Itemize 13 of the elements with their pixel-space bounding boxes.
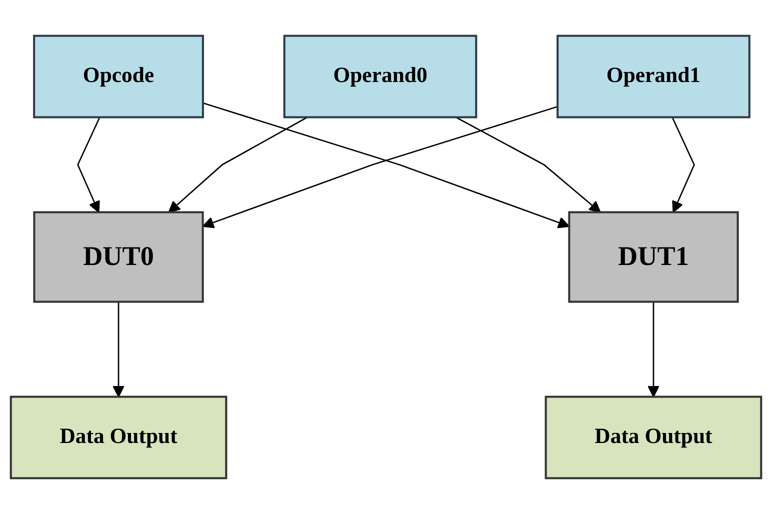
arrow <box>112 302 124 398</box>
node-box: Data Output <box>10 396 228 480</box>
node-box: Operand1 <box>556 34 750 118</box>
node-box: Data Output <box>544 396 762 480</box>
arrow <box>168 116 308 213</box>
arrow <box>456 116 601 213</box>
node-box: Opcode <box>33 34 204 118</box>
node-box: Operand0 <box>283 34 478 118</box>
node-box: DUT0 <box>33 211 204 303</box>
arrow <box>648 302 660 398</box>
arrow <box>672 116 695 213</box>
arrow <box>77 116 100 213</box>
node-box: DUT1 <box>568 211 739 303</box>
